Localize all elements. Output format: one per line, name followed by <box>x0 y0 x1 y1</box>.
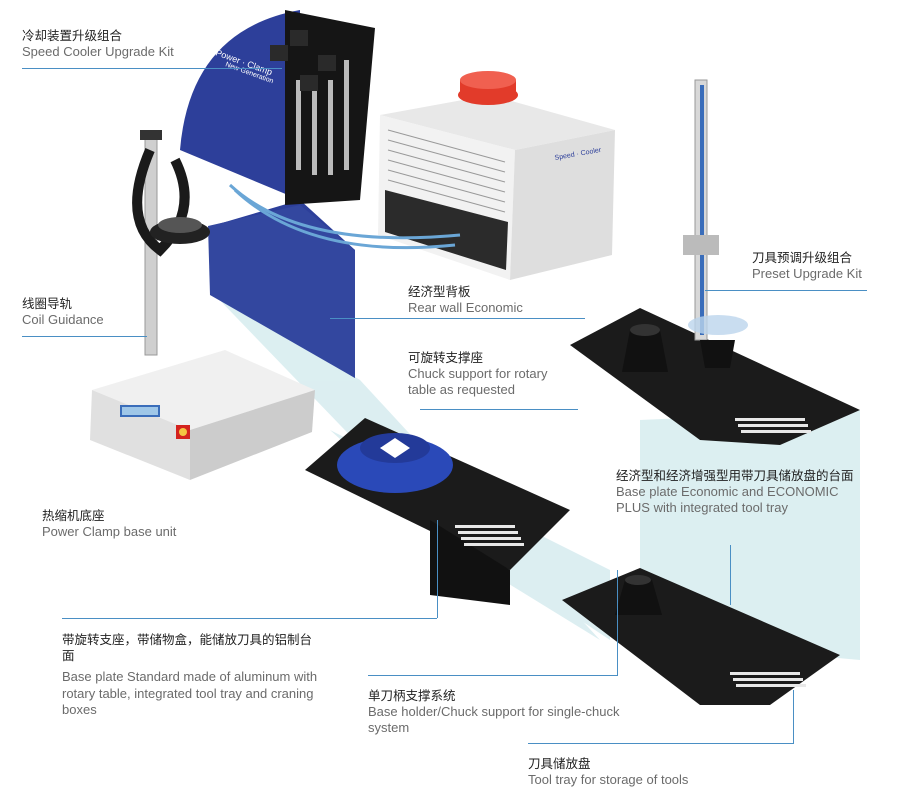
leader-preset <box>705 290 867 291</box>
label-coil-guidance-en: Coil Guidance <box>22 311 104 327</box>
label-preset-kit-cn: 刀具预调升级组合 <box>752 250 853 265</box>
leader-base-economic-v <box>730 545 731 605</box>
label-speed-cooler-en: Speed Cooler Upgrade Kit <box>22 43 174 59</box>
label-base-plate-economic: 经济型和经济增强型用带刀具储放盘的台面 Base plate Economic … <box>616 468 876 516</box>
leader-tool-tray-v <box>793 690 794 743</box>
preset-upgrade-kit <box>683 79 748 368</box>
leader-coil <box>22 336 147 337</box>
speed-cooler-box: Speed · Cooler <box>378 71 615 280</box>
label-power-clamp-base: 热缩机底座 Power Clamp base unit <box>42 508 176 540</box>
label-preset-kit: 刀具预调升级组合 Preset Upgrade Kit <box>752 250 862 282</box>
label-rear-wall: 经济型背板 Rear wall Economic <box>408 284 523 316</box>
coil-guidance <box>132 130 210 356</box>
label-base-holder-cn: 单刀柄支撑系统 <box>368 688 456 703</box>
label-speed-cooler-cn: 冷却装置升级组合 <box>22 28 123 43</box>
label-tool-tray-en: Tool tray for storage of tools <box>528 771 689 787</box>
leader-base-holder-v <box>617 570 618 675</box>
rear-wall-economic <box>180 10 355 378</box>
label-speed-cooler: 冷却装置升级组合 Speed Cooler Upgrade Kit <box>22 28 174 60</box>
coolant-hoses <box>228 183 461 250</box>
label-coil-guidance: 线圈导轨 Coil Guidance <box>22 296 104 328</box>
label-base-holder-en: Base holder/Chuck support for single-chu… <box>368 703 620 735</box>
label-rear-wall-en: Rear wall Economic <box>408 299 523 315</box>
label-base-holder: 单刀柄支撑系统 Base holder/Chuck support for si… <box>368 688 628 736</box>
label-base-plate-standard-en: Base plate Standard made of aluminum wit… <box>62 669 318 717</box>
label-tool-tray-cn: 刀具储放盘 <box>528 756 591 771</box>
base-plate-economic-upper <box>570 308 860 445</box>
label-coil-guidance-cn: 线圈导轨 <box>22 296 73 311</box>
label-chuck-support-rotary-cn: 可旋转支撑座 <box>408 350 484 365</box>
label-base-plate-economic-en: Base plate Economic and ECONOMIC PLUS wi… <box>616 483 839 515</box>
label-base-plate-economic-cn: 经济型和经济增强型用带刀具储放盘的台面 <box>616 468 854 483</box>
leader-base-holder-h <box>368 675 618 676</box>
label-power-clamp-base-cn: 热缩机底座 <box>42 508 105 523</box>
label-base-plate-standard-cn: 带旋转支座，带储物盒，能储放刀具的铝制台面 <box>62 632 313 663</box>
leader-base-standard-h <box>62 618 437 619</box>
leader-speed-cooler <box>22 68 282 69</box>
label-tool-tray: 刀具储放盘 Tool tray for storage of tools <box>528 756 688 788</box>
leader-chuck-rotary <box>420 409 578 410</box>
leader-tool-tray-h <box>528 743 794 744</box>
leader-rear-wall <box>330 318 585 319</box>
power-clamp-base-unit <box>90 350 315 480</box>
base-plate-standard <box>305 418 570 605</box>
label-chuck-support-rotary-en: Chuck support for rotary table as reques… <box>408 365 548 397</box>
leader-base-standard-v <box>437 520 438 618</box>
label-chuck-support-rotary: 可旋转支撑座 Chuck support for rotary table as… <box>408 350 568 398</box>
label-rear-wall-cn: 经济型背板 <box>408 284 471 299</box>
base-plate-economic-lower <box>562 568 840 705</box>
label-preset-kit-en: Preset Upgrade Kit <box>752 265 862 281</box>
label-base-plate-standard: 带旋转支座，带储物盒，能储放刀具的铝制台面 Base plate Standar… <box>62 632 324 718</box>
label-power-clamp-base-en: Power Clamp base unit <box>42 523 177 539</box>
